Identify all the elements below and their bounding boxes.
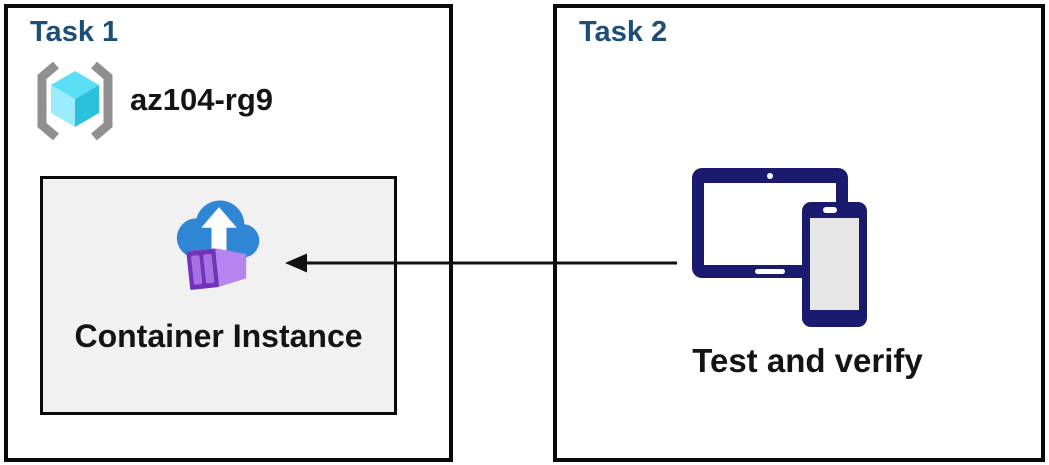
task1-panel: Task 1 az104-rg9 bbox=[4, 4, 453, 462]
container-instances-icon bbox=[176, 200, 259, 290]
arrow-head bbox=[285, 253, 307, 273]
tablet-camera-dot bbox=[767, 173, 773, 179]
container-front-face bbox=[185, 248, 219, 290]
tablet-phone-icon bbox=[692, 168, 867, 327]
task1-title: Task 1 bbox=[30, 16, 119, 48]
resource-group-row: az104-rg9 bbox=[28, 60, 428, 142]
left-bracket-shape bbox=[37, 61, 59, 141]
resource-group-name: az104-rg9 bbox=[130, 82, 274, 117]
left-arrow bbox=[285, 253, 677, 273]
cube-right-face bbox=[75, 85, 99, 127]
cube-left-face bbox=[51, 85, 75, 127]
task2-panel: Task 2 Test and verify bbox=[553, 4, 1045, 462]
container-panel bbox=[190, 255, 202, 285]
container-panel bbox=[202, 254, 214, 284]
phone-screen bbox=[810, 218, 859, 310]
task2-title: Task 2 bbox=[579, 16, 668, 48]
container-side-face bbox=[214, 248, 246, 287]
phone-speaker bbox=[823, 207, 837, 213]
tablet-home-bar bbox=[755, 269, 785, 274]
test-verify-label: Test and verify bbox=[692, 342, 923, 379]
container-instance-box: Container Instance bbox=[40, 176, 397, 415]
right-bracket-shape bbox=[91, 61, 113, 141]
upload-arrow-icon bbox=[200, 207, 237, 252]
resource-group-icon bbox=[37, 61, 113, 141]
container-instance-label: Container Instance bbox=[74, 318, 363, 354]
